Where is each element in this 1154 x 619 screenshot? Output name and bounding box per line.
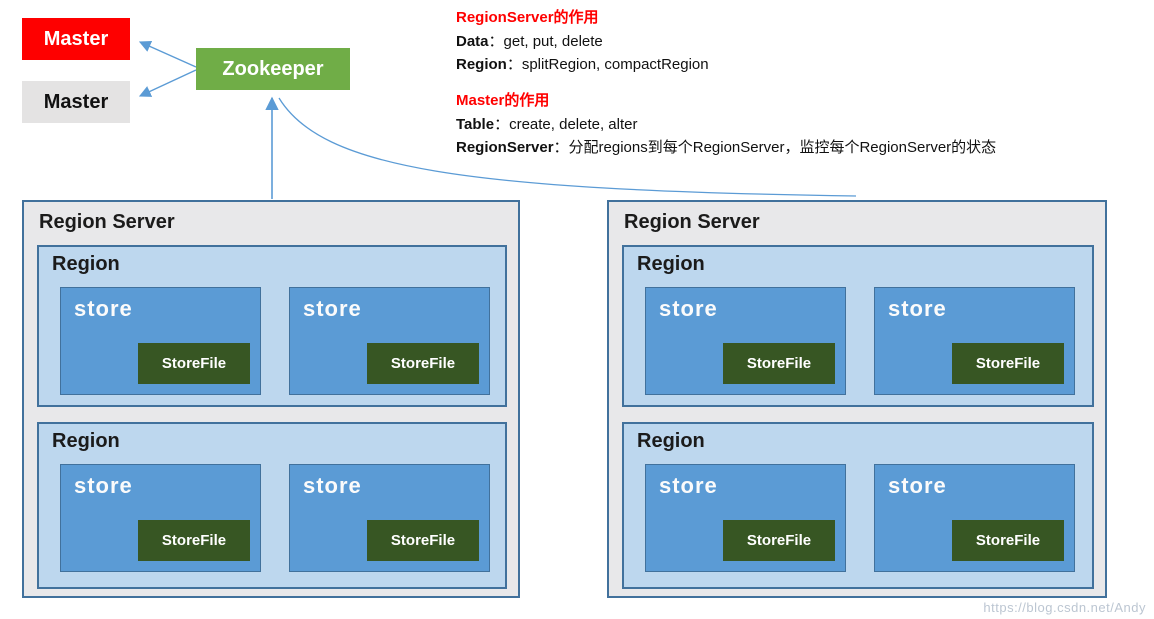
storefile-box: StoreFile: [367, 520, 479, 561]
storefile-box: StoreFile: [952, 520, 1064, 561]
store-label: store: [888, 473, 947, 498]
note-label: RegionServer: [456, 139, 554, 156]
store-label: store: [74, 473, 133, 498]
region-server-title: Region Server: [624, 211, 760, 233]
note-label: Data: [456, 33, 489, 50]
storefile-box: StoreFile: [138, 520, 250, 561]
region-box: Region store StoreFile store StoreFile: [37, 245, 507, 407]
note-line-table: Table：create, delete, alter: [456, 113, 1151, 136]
storefile-box: StoreFile: [723, 520, 835, 561]
store-box: store StoreFile: [874, 464, 1075, 572]
storefile-box: StoreFile: [952, 343, 1064, 384]
store-label: store: [303, 473, 362, 498]
note-text: ：get, put, delete: [488, 33, 603, 50]
note-text: ：分配regions到每个RegionServer，监控每个RegionServ…: [553, 139, 997, 156]
store-box: store StoreFile: [60, 464, 261, 572]
annotation-notes: RegionServer的作用 Data：get, put, delete Re…: [456, 6, 1151, 159]
region-title: Region: [52, 253, 120, 275]
storefile-box: StoreFile: [138, 343, 250, 384]
region-box: Region store StoreFile store StoreFile: [622, 422, 1094, 589]
store-label: store: [659, 296, 718, 321]
storefile-box: StoreFile: [723, 343, 835, 384]
store-box: store StoreFile: [645, 464, 846, 572]
store-label: store: [888, 296, 947, 321]
watermark: https://blog.csdn.net/Andy: [983, 600, 1146, 615]
arrow-zookeeper-to-master-standby: [138, 69, 197, 97]
note-line-regionserver: RegionServer：分配regions到每个RegionServer，监控…: [456, 136, 1151, 159]
regionserver-note-heading: RegionServer的作用: [456, 9, 599, 26]
region-title: Region: [52, 430, 120, 452]
store-box: store StoreFile: [289, 464, 490, 572]
note-text: ：splitRegion, compactRegion: [506, 56, 709, 73]
region-box: Region store StoreFile store StoreFile: [37, 422, 507, 589]
store-label: store: [659, 473, 718, 498]
store-label: store: [303, 296, 362, 321]
note-line-data: Data：get, put, delete: [456, 30, 1151, 53]
arrow-zookeeper-to-master-active: [138, 40, 197, 68]
note-label: Table: [456, 116, 495, 133]
store-box: store StoreFile: [874, 287, 1075, 395]
storefile-box: StoreFile: [367, 343, 479, 384]
zookeeper-node: Zookeeper: [196, 48, 350, 90]
store-label: store: [74, 296, 133, 321]
master-standby-node: Master: [22, 81, 130, 123]
master-active-node: Master: [22, 18, 130, 60]
note-text: ：create, delete, alter: [494, 116, 638, 133]
region-server-box: Region Server Region store StoreFile sto…: [607, 200, 1107, 598]
note-line-region: Region：splitRegion, compactRegion: [456, 53, 1151, 76]
master-note: Master的作用 Table：create, delete, alter Re…: [456, 89, 1151, 159]
note-label: Region: [456, 56, 507, 73]
store-box: store StoreFile: [289, 287, 490, 395]
region-title: Region: [637, 253, 705, 275]
store-box: store StoreFile: [60, 287, 261, 395]
regionserver-note: RegionServer的作用 Data：get, put, delete Re…: [456, 6, 1151, 76]
master-note-heading: Master的作用: [456, 92, 550, 109]
region-title: Region: [637, 430, 705, 452]
store-box: store StoreFile: [645, 287, 846, 395]
region-server-title: Region Server: [39, 211, 175, 233]
region-server-box: Region Server Region store StoreFile sto…: [22, 200, 520, 598]
region-box: Region store StoreFile store StoreFile: [622, 245, 1094, 407]
